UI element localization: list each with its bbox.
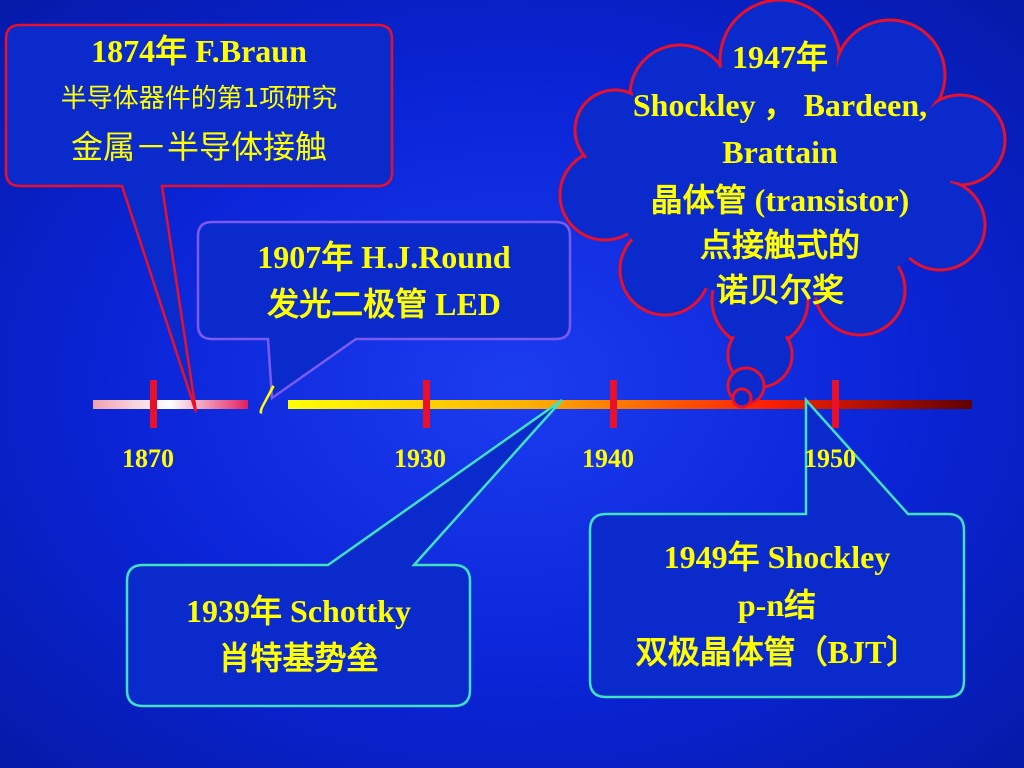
cloud-point-contact: 点接触式的 xyxy=(699,227,860,263)
cloud-year: 1947年 xyxy=(731,39,828,75)
shockley1949-title: 1949年 Shockley xyxy=(663,539,891,575)
shockley1949-pn: p-n结 xyxy=(737,587,817,623)
timeline-segment-late xyxy=(288,400,972,409)
year-label-1940: 1940 xyxy=(582,444,634,473)
year-label-1950: 1950 xyxy=(804,444,856,473)
braun-subtitle: 半导体器件的第1项研究 xyxy=(60,84,338,114)
round-title: 1907年 H.J.Round xyxy=(257,239,511,275)
callout-braun xyxy=(4,23,394,413)
year-label-1930: 1930 xyxy=(394,444,446,473)
callout-round xyxy=(196,220,572,401)
round-topic: 发光二极管 LED xyxy=(267,286,501,322)
schottky-title: 1939年 Schottky xyxy=(186,593,411,629)
tick-1950 xyxy=(832,380,839,428)
cloud-names-2: Brattain xyxy=(722,134,838,170)
cloud-names: Shockley ， Bardeen, xyxy=(632,87,928,123)
year-label-1870: 1870 xyxy=(122,444,174,473)
schottky-topic: 肖特基势垒 xyxy=(218,640,379,676)
cloud-transistor: 晶体管 (transistor) xyxy=(650,182,910,218)
thought-cloud-fill xyxy=(563,3,1002,345)
braun-topic: 金属－半导体接触 xyxy=(70,128,327,166)
braun-title: 1874年 F.Braun xyxy=(91,33,307,69)
tick-1870 xyxy=(150,380,157,428)
tick-1930 xyxy=(423,380,430,428)
cloud-nobel: 诺贝尔奖 xyxy=(715,272,844,308)
timeline-break-symbol: 〳 xyxy=(254,384,284,417)
timeline-segment-early xyxy=(93,400,248,409)
callout-shockley-1949 xyxy=(588,396,966,699)
shockley1949-bjt: 双极晶体管（BJT〕 xyxy=(635,634,919,670)
tick-1940 xyxy=(610,380,617,428)
callout-schottky xyxy=(125,398,563,708)
